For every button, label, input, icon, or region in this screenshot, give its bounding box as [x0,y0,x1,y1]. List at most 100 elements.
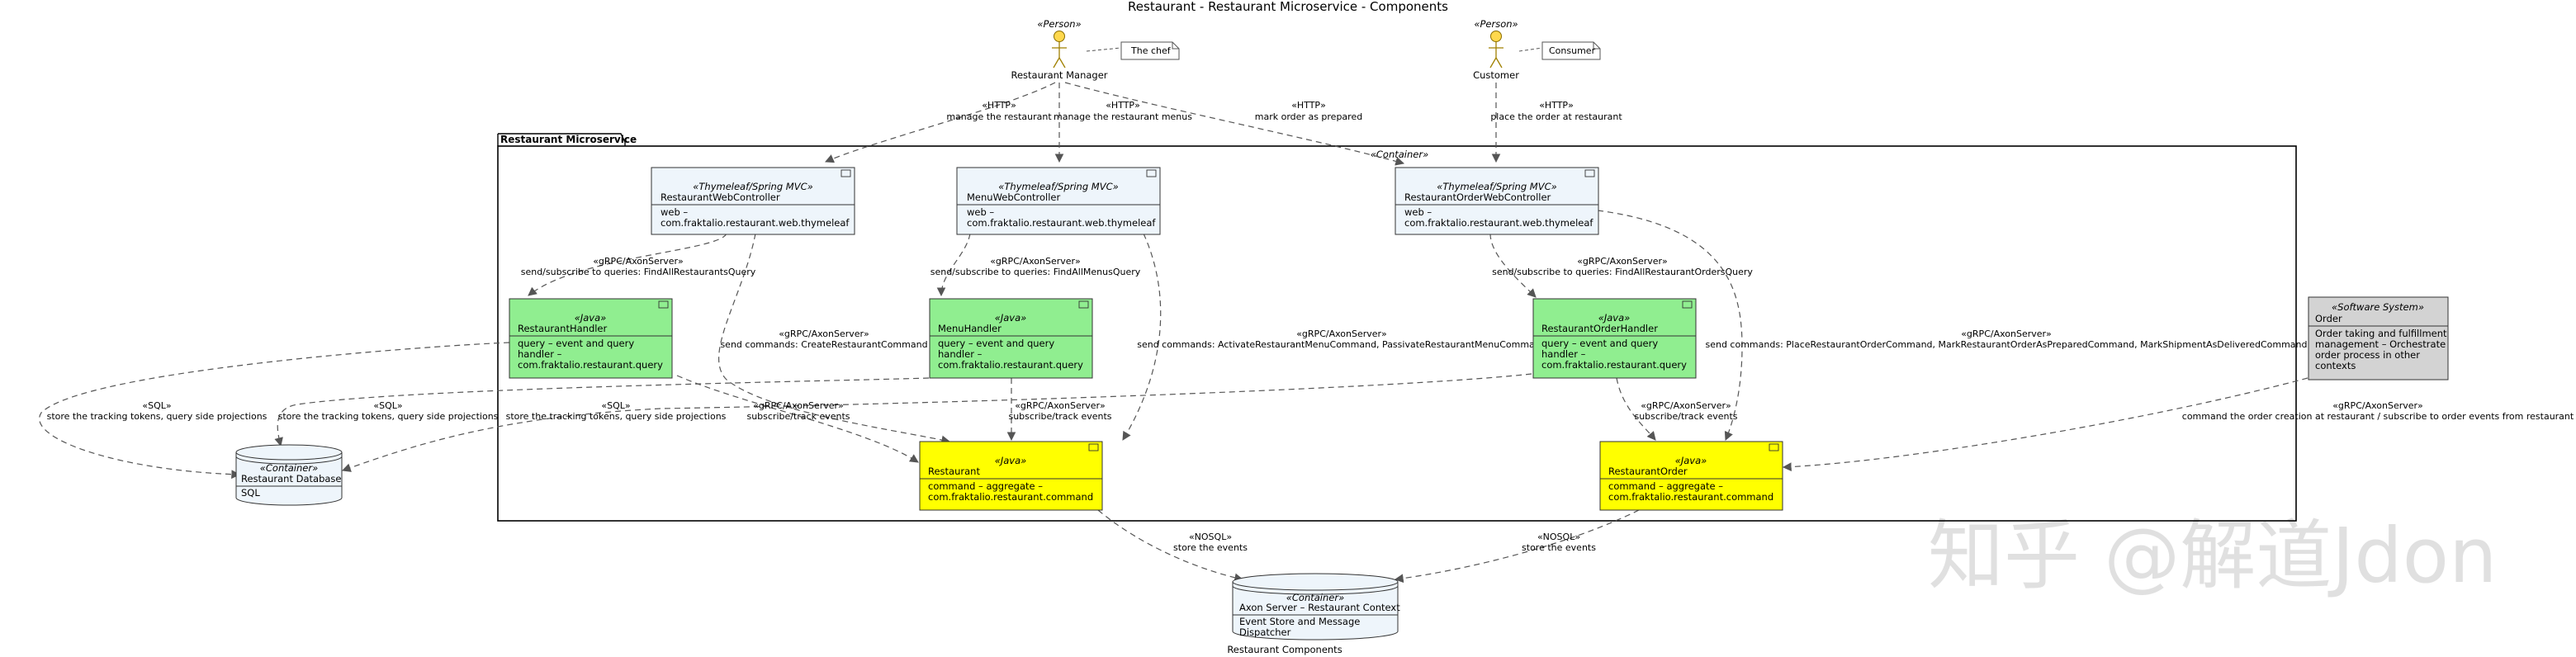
label-text: subscribe/track events [1634,411,1737,422]
component-restaurant-order-web-controller: «Thymeleaf/Spring MVC» RestaurantOrderWe… [1395,167,1599,235]
component-name: MenuHandler [938,323,1002,334]
component-desc: command – aggregate – [1608,480,1723,492]
label-text: send/subscribe to queries: FindAllMenusQ… [930,267,1141,277]
component-icon [1584,169,1595,177]
system-name: Order [2315,313,2342,324]
component-icon [841,169,851,177]
boundary-label: Restaurant Microservice [500,134,637,145]
note-the-chef [1120,41,1180,60]
database-name: Restaurant Database [241,473,342,484]
label-tech: «HTTP» [1291,100,1326,111]
component-desc: query – event and query [518,338,634,349]
label-tech: «SQL» [142,400,171,411]
label-tech: «gRPC/AxonServer» [779,328,869,339]
label-text: place the order at restaurant [1490,111,1622,122]
label-text: send commands: CreateRestaurantCommand [720,339,927,350]
relations [39,82,2308,584]
relation-labels: «HTTP» manage the restaurant «HTTP» mana… [47,100,2574,553]
component-desc: handler – [938,348,983,360]
edge-order-web-handler [1489,233,1537,298]
component-desc: com.fraktalio.restaurant.web.thymeleaf [967,217,1156,229]
component-restaurant-order: «Java» RestaurantOrder command – aggrega… [1599,441,1783,511]
boundary-container-tag: «Container» [1371,149,1428,160]
edge-restaurant-web-handler [528,233,727,296]
note-text: The chef [1130,45,1172,56]
diagram-title: Restaurant - Restaurant Microservice - C… [1128,0,1448,14]
component-menu-handler: «Java» MenuHandler query – event and que… [929,298,1093,379]
actor-head-icon [1054,31,1065,42]
label-tech: «HTTP» [982,100,1016,111]
actor-name: Restaurant Manager [1011,69,1107,81]
label-tech: «gRPC/AxonServer» [753,400,844,411]
component-desc: com.fraktalio.restaurant.query [518,359,663,371]
component-name: RestaurantOrder [1608,466,1688,477]
edge-menu-web-handler [936,233,971,297]
system-stereotype: «Software System» [2332,301,2424,313]
edge-restaurant-order-axon [1394,509,1640,584]
label-tech: «SQL» [601,400,630,411]
component-stereotype: «Thymeleaf/Spring MVC» [998,181,1118,192]
system-desc: management – Orchestrate [2315,338,2446,350]
edge-manager-order-web [1064,82,1405,166]
label-tech: «gRPC/AxonServer» [2332,400,2423,411]
component-name: RestaurantOrderHandler [1541,323,1658,334]
component-name: RestaurantOrderWebController [1404,191,1551,203]
label-text: manage the restaurant [946,111,1052,122]
component-desc: command – aggregate – [928,480,1043,492]
note-text: Consumer [1549,45,1596,56]
system-desc: Order taking and fulfillment [2315,328,2447,339]
label-tech: «gRPC/AxonServer» [1296,328,1387,339]
label-text: send/subscribe to queries: FindAllRestau… [1492,267,1753,277]
label-tech: «gRPC/AxonServer» [1577,256,1668,267]
component-desc: handler – [518,348,562,360]
label-text: send commands: PlaceRestaurantOrderComma… [1705,339,2307,350]
component-name: RestaurantWebController [661,191,780,203]
component-restaurant-web-controller: «Thymeleaf/Spring MVC» RestaurantWebCont… [651,167,855,235]
component-restaurant-order-handler: «Java» RestaurantOrderHandler query – ev… [1532,298,1697,379]
label-text: command the order creation at restaurant… [2182,411,2574,422]
component-restaurant-handler: «Java» RestaurantHandler query – event a… [509,298,673,379]
component-stereotype: «Thymeleaf/Spring MVC» [1437,181,1556,192]
label-tech: «gRPC/AxonServer» [990,256,1081,267]
component-desc: web – [1404,206,1432,218]
component-stereotype: «Java» [995,312,1027,324]
label-tech: «gRPC/AxonServer» [1961,328,2052,339]
component-icon [1146,169,1157,177]
actor-head-icon [1490,31,1502,42]
actor-name: Customer [1473,69,1519,81]
component-desc: web – [661,206,688,218]
edge-restaurant-axon [1097,509,1244,583]
edge-restaurant-web-restaurant [718,233,951,445]
database-restaurant: «Container» Restaurant Database SQL [235,444,343,506]
actor-restaurant-manager: «Person» Restaurant Manager The chef [1011,18,1180,81]
component-desc: com.fraktalio.restaurant.command [1608,491,1773,503]
database-desc: SQL [241,487,260,499]
restaurant-microservice-boundary: Restaurant Microservice «Container» [497,133,2297,522]
label-tech: «gRPC/AxonServer» [1015,400,1106,411]
label-tech: «gRPC/AxonServer» [1641,400,1731,411]
actor-stereotype: «Person» [1037,18,1081,30]
edge-order-web-restaurant-order [1597,210,1743,441]
label-tech: «NOSQL» [1189,532,1232,542]
label-text: store the tracking tokens, query side pr… [278,411,499,422]
component-name: Restaurant [928,466,980,477]
component-desc: web – [967,206,994,218]
component-desc: com.fraktalio.restaurant.command [928,491,1093,503]
component-desc: query – event and query [1541,338,1658,349]
edge-restaurant-handler-restaurant [676,375,919,463]
component-stereotype: «Java» [1598,312,1631,324]
edge-menu-web-restaurant [1122,233,1162,441]
label-text: send commands: ActivateRestaurantMenuCom… [1137,339,1546,350]
edge-order-handler-restaurant-order [1616,377,1656,441]
label-tech: «HTTP» [1106,100,1140,111]
component-menu-web-controller: «Thymeleaf/Spring MVC» MenuWebController… [956,167,1161,235]
component-desc: com.fraktalio.restaurant.query [938,359,1083,371]
label-tech: «SQL» [373,400,402,411]
label-tech: «HTTP» [1539,100,1574,111]
component-stereotype: «Java» [575,312,607,324]
component-stereotype: «Thymeleaf/Spring MVC» [693,181,812,192]
label-tech: «NOSQL» [1537,532,1580,542]
component-icon [1078,300,1089,309]
label-tech: «gRPC/AxonServer» [593,256,684,267]
label-text: store the tracking tokens, query side pr… [506,411,727,422]
